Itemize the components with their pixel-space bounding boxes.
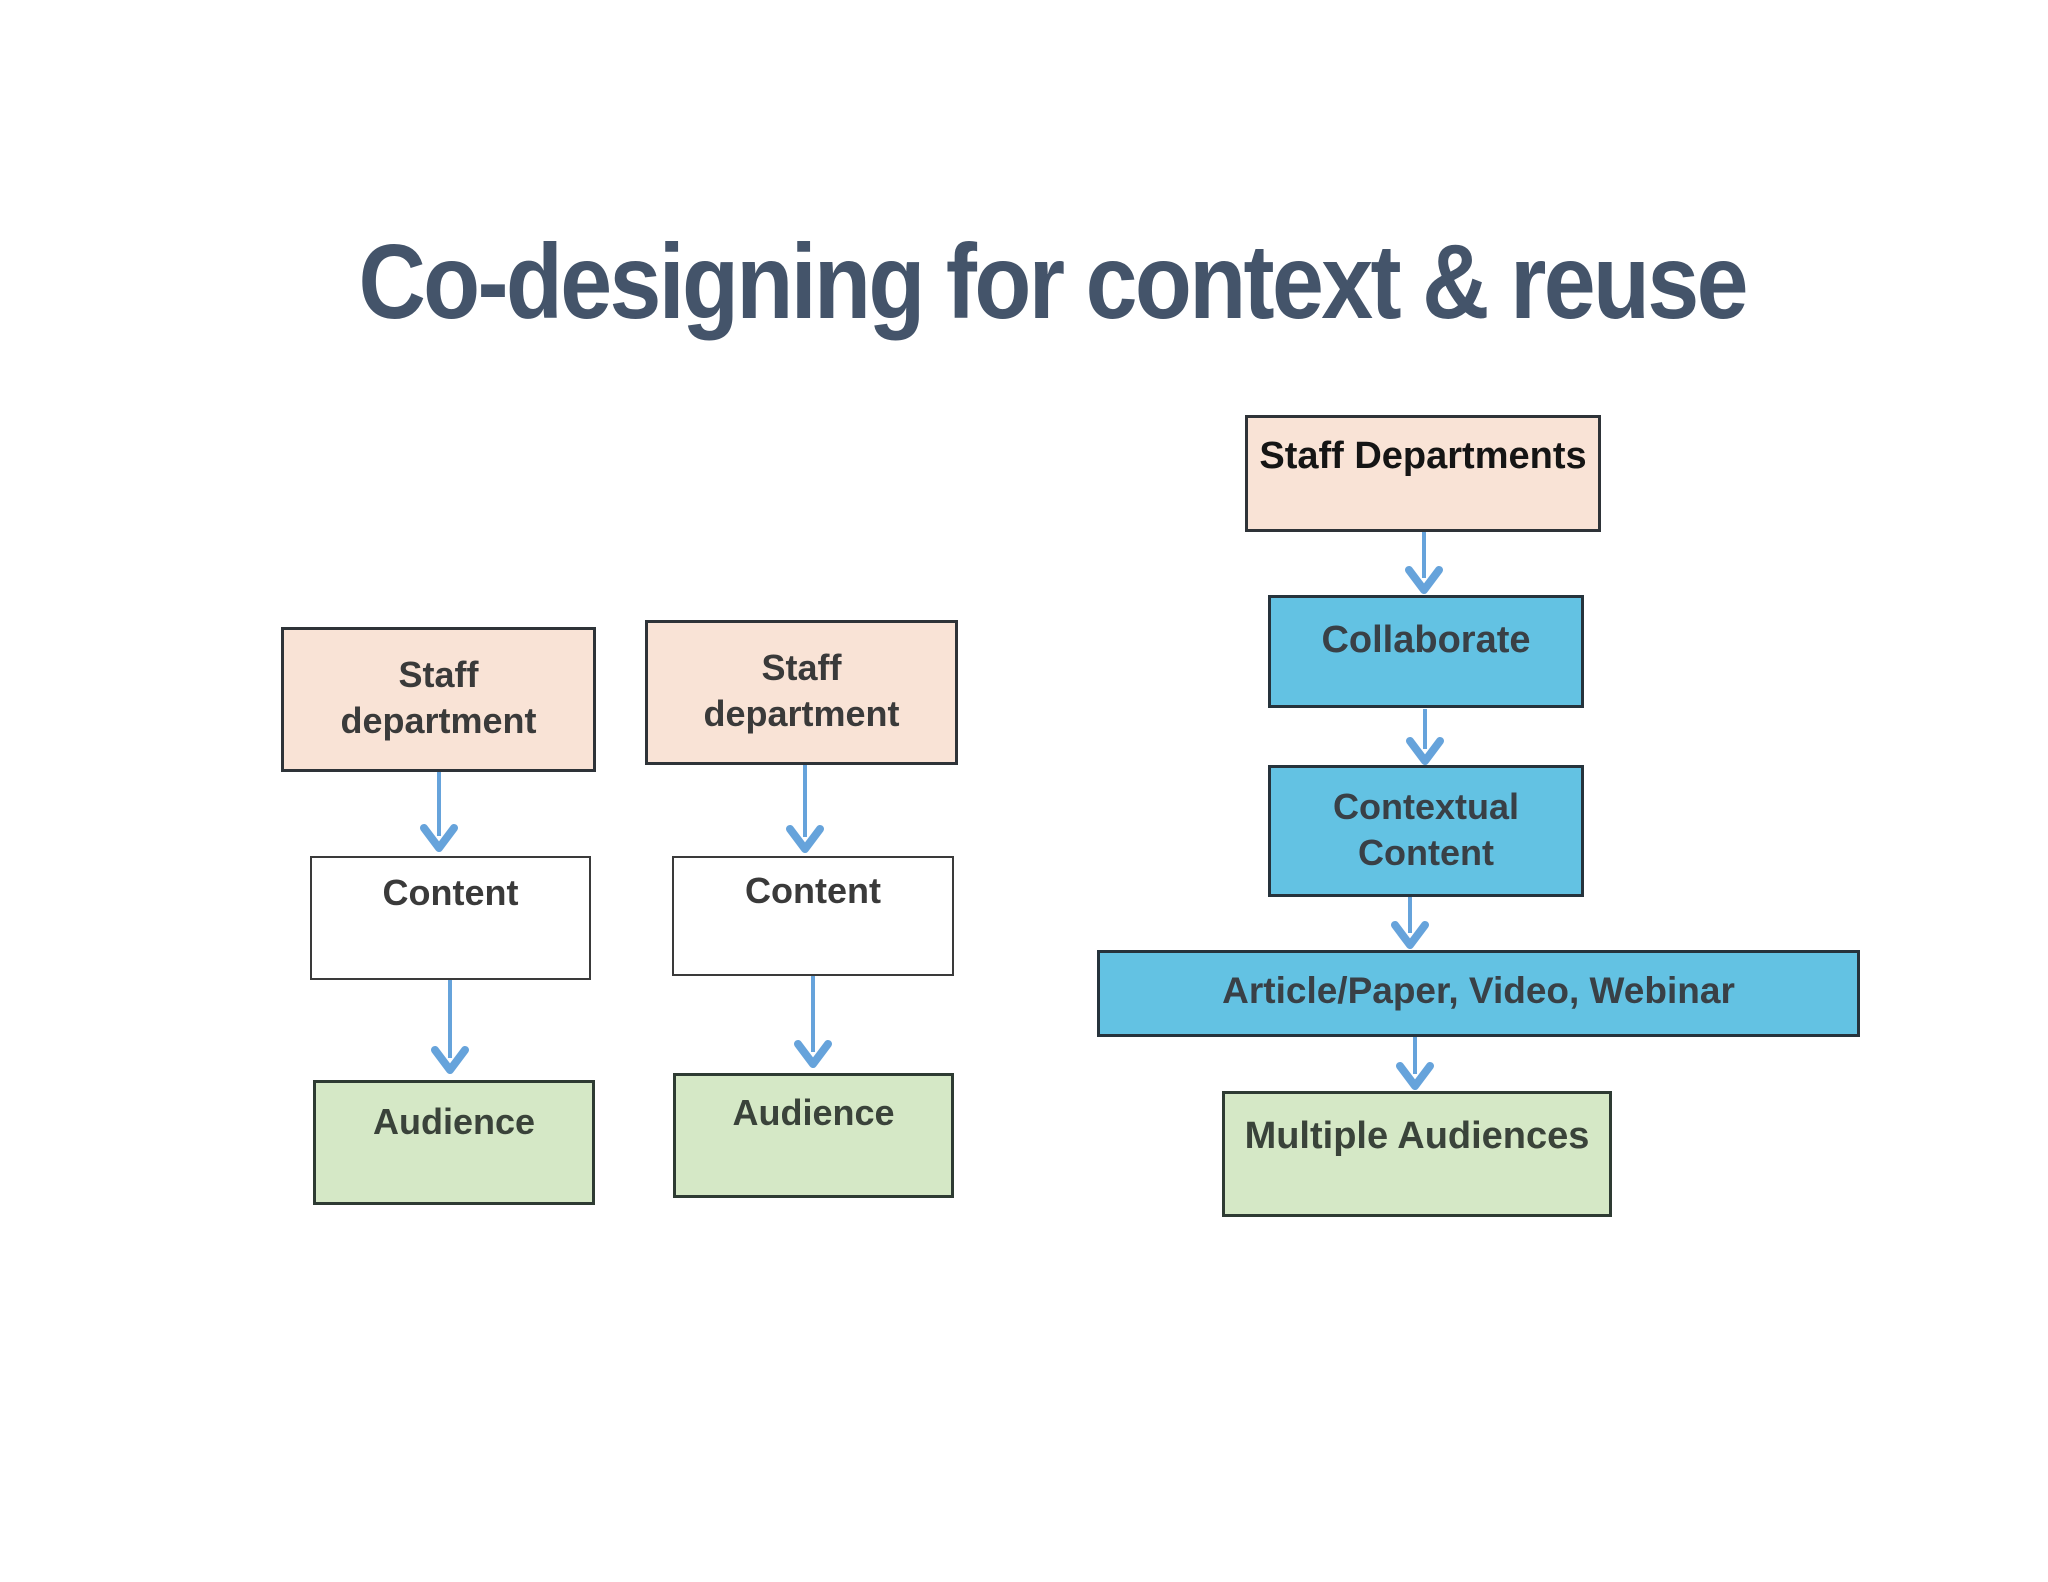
box-staff-department-2-line1: Staff: [761, 647, 842, 688]
box-staff-department-2-line2: department: [703, 693, 900, 735]
box-contextual-content: Contextual Content: [1268, 765, 1584, 897]
box-collaborate-label: Collaborate: [1321, 619, 1531, 661]
box-collaborate: Collaborate: [1268, 595, 1584, 708]
box-content-2-label: Content: [745, 870, 881, 911]
box-multiple-audiences: Multiple Audiences: [1222, 1091, 1612, 1217]
box-staff-department-1-line2: department: [340, 700, 537, 742]
flow-arrow-left1-b: [431, 980, 469, 1074]
box-staff-department-2: Staff department: [645, 620, 958, 765]
box-multiple-audiences-label: Multiple Audiences: [1244, 1115, 1590, 1157]
box-audience-1-label: Audience: [372, 1101, 536, 1142]
box-content-2: Content: [672, 856, 954, 976]
box-audience-2-label: Audience: [732, 1092, 895, 1133]
flow-arrow-left1-a: [420, 772, 458, 852]
box-staff-department-1: Staff department: [281, 627, 596, 772]
box-staff-departments-label: Staff Departments: [1259, 435, 1587, 477]
flow-arrow-left2-a: [786, 765, 824, 853]
box-audience-2: Audience: [673, 1073, 954, 1198]
flow-arrow-right-a: [1405, 532, 1443, 594]
flow-arrow-right-c: [1391, 897, 1429, 949]
box-contextual-content-line1: Contextual: [1332, 786, 1519, 827]
box-staff-department-1-line1: Staff: [398, 654, 479, 695]
box-staff-departments: Staff Departments: [1245, 415, 1601, 532]
box-contextual-content-line2: Content: [1358, 832, 1494, 874]
slide-title: Co-designing for context & reuse: [358, 223, 1748, 341]
box-article-paper-video-webinar-label: Article/Paper, Video, Webinar: [1222, 970, 1735, 1011]
box-audience-1: Audience: [313, 1080, 595, 1205]
box-article-paper-video-webinar: Article/Paper, Video, Webinar: [1097, 950, 1860, 1037]
flow-arrow-right-b: [1406, 709, 1444, 765]
box-content-1-label: Content: [382, 872, 519, 913]
flow-arrow-right-d: [1396, 1037, 1434, 1090]
box-content-1: Content: [310, 856, 591, 980]
flow-arrow-left2-b: [794, 976, 832, 1068]
